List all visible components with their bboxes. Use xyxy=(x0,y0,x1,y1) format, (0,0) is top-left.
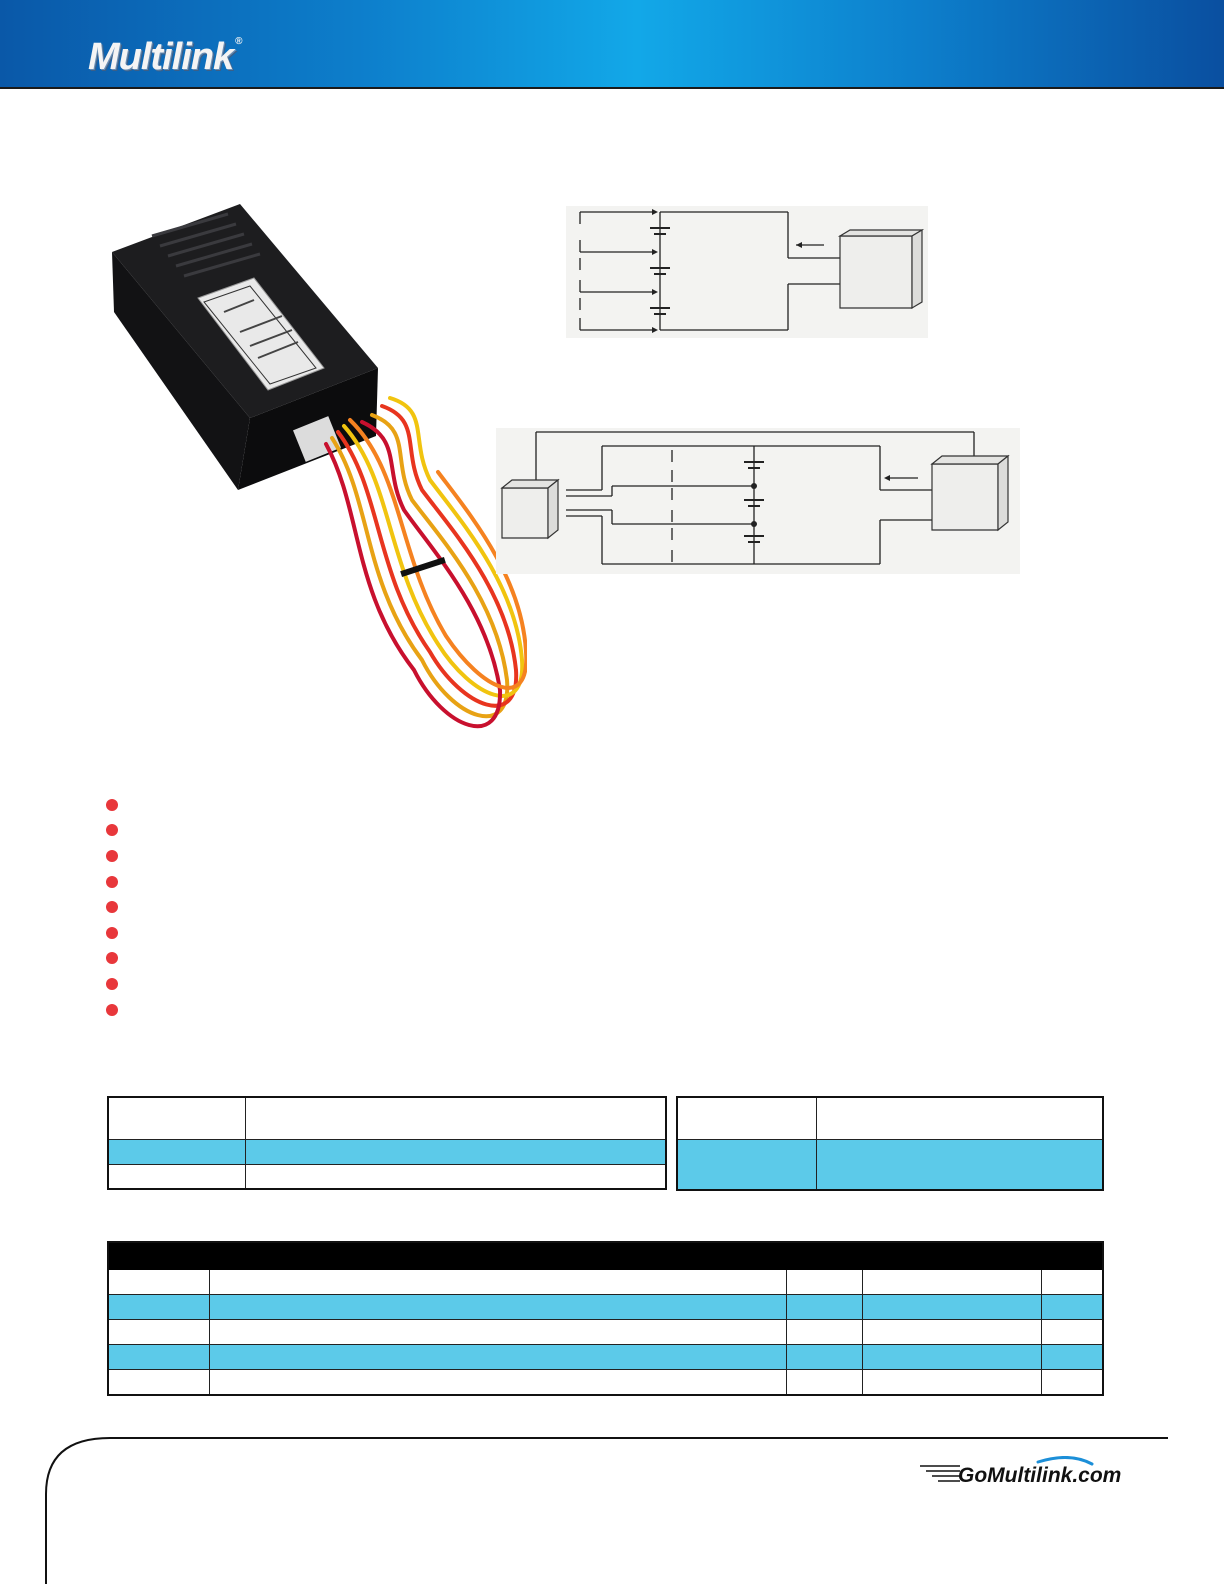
table-row xyxy=(107,1269,1104,1295)
svg-text:GoMultilink.com: GoMultilink.com xyxy=(958,1464,1121,1487)
list-item xyxy=(106,920,118,946)
registered-mark: ® xyxy=(235,36,242,47)
table-cell xyxy=(107,1096,246,1140)
list-item xyxy=(106,818,118,844)
website-logo-icon: GoMultilink.com xyxy=(920,1456,1121,1487)
table-cell xyxy=(816,1138,1104,1191)
table-cell xyxy=(107,1319,210,1345)
table-cell xyxy=(1041,1369,1104,1395)
bullet-icon xyxy=(106,875,118,888)
spec-table-left xyxy=(107,1096,667,1190)
table-cell xyxy=(862,1269,1042,1295)
list-item xyxy=(106,997,118,1023)
device-photo xyxy=(112,204,527,729)
table-cell xyxy=(786,1294,863,1320)
table-row xyxy=(107,1319,1104,1345)
table-row xyxy=(676,1096,1104,1140)
spec-table-right xyxy=(676,1096,1104,1191)
table-cell xyxy=(107,1344,210,1370)
website-link[interactable]: GoMultilink.com xyxy=(920,1456,1124,1495)
footer-frame xyxy=(45,1437,1168,1584)
table-cell xyxy=(862,1319,1042,1345)
bullet-icon xyxy=(106,798,118,811)
list-item xyxy=(106,894,118,920)
multilink-logo[interactable]: Multilink® xyxy=(88,36,243,78)
list-item xyxy=(106,869,118,895)
table-cell xyxy=(245,1163,667,1190)
table-row xyxy=(107,1369,1104,1395)
table-cell xyxy=(676,1096,817,1140)
table-header-row xyxy=(107,1241,1104,1270)
table-cell xyxy=(209,1319,787,1345)
table-cell xyxy=(1041,1319,1104,1345)
table-cell xyxy=(1041,1344,1104,1370)
table-cell xyxy=(209,1369,787,1395)
table-cell xyxy=(245,1096,667,1140)
table-row xyxy=(676,1138,1104,1191)
table-cell xyxy=(1041,1294,1104,1320)
table-header-cell xyxy=(107,1241,1104,1270)
ordering-table xyxy=(107,1241,1104,1396)
table-row xyxy=(107,1138,667,1165)
bullet-icon xyxy=(106,901,118,914)
feature-list xyxy=(106,792,118,1022)
table-row xyxy=(107,1163,667,1190)
table-cell xyxy=(209,1294,787,1320)
table-row xyxy=(107,1344,1104,1370)
diagram-series-batteries xyxy=(566,206,928,338)
table-cell xyxy=(1041,1269,1104,1295)
table-cell xyxy=(107,1163,246,1190)
list-item xyxy=(106,971,118,997)
table-cell xyxy=(676,1138,817,1191)
table-cell xyxy=(107,1369,210,1395)
table-cell xyxy=(786,1269,863,1295)
table-cell xyxy=(209,1344,787,1370)
bullet-icon xyxy=(106,926,118,939)
table-cell xyxy=(862,1369,1042,1395)
table-cell xyxy=(862,1294,1042,1320)
bullet-icon xyxy=(106,849,118,862)
bullet-icon xyxy=(106,952,118,965)
table-cell xyxy=(209,1269,787,1295)
table-cell xyxy=(786,1344,863,1370)
header-banner: Multilink® xyxy=(0,0,1224,89)
list-item xyxy=(106,946,118,972)
table-cell xyxy=(107,1294,210,1320)
list-item xyxy=(106,792,118,818)
bullet-icon xyxy=(106,977,118,990)
list-item xyxy=(106,843,118,869)
table-row xyxy=(107,1294,1104,1320)
table-cell xyxy=(816,1096,1104,1140)
table-cell xyxy=(107,1269,210,1295)
table-cell xyxy=(786,1369,863,1395)
table-cell xyxy=(107,1138,246,1165)
table-row xyxy=(107,1096,667,1140)
table-cell xyxy=(786,1319,863,1345)
table-cell xyxy=(245,1138,667,1165)
diagram-parallel-batteries xyxy=(496,428,1020,574)
bullet-icon xyxy=(106,1003,118,1016)
bullet-icon xyxy=(106,824,118,837)
table-cell xyxy=(862,1344,1042,1370)
